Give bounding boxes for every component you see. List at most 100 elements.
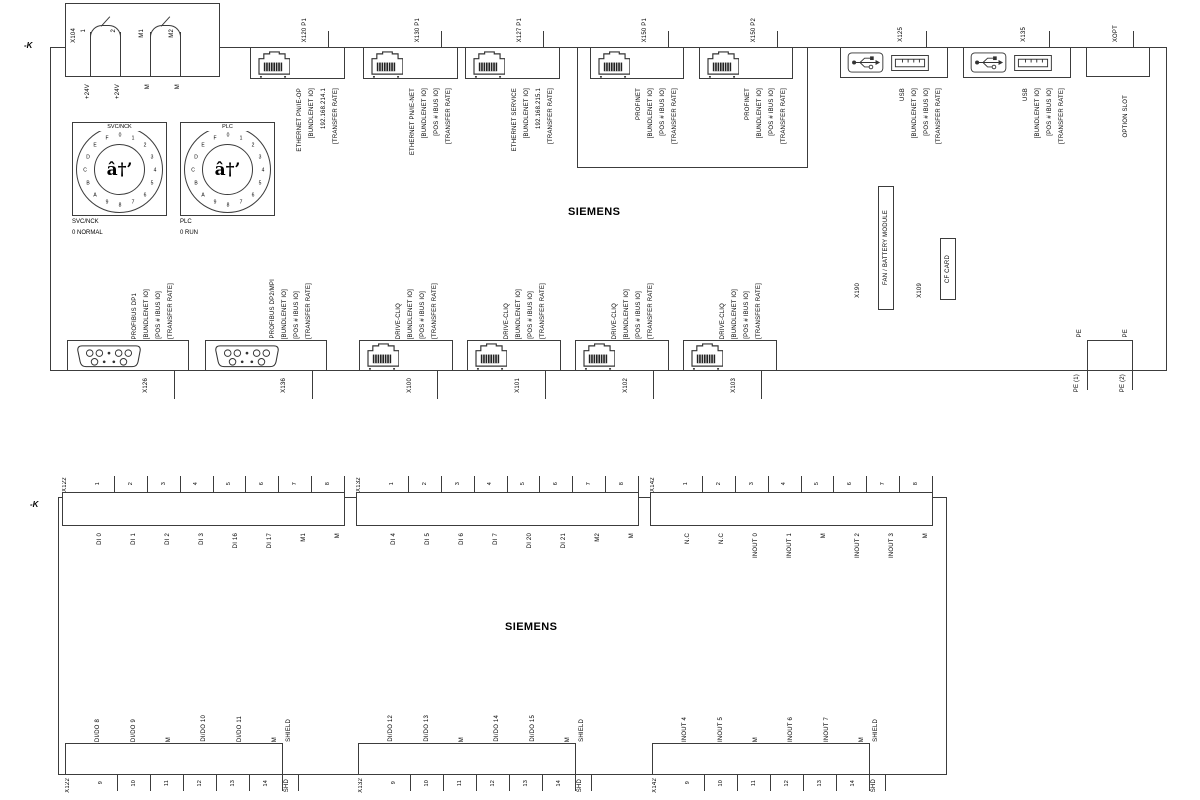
- terminal-pin[interactable]: 14: [250, 775, 283, 791]
- port-caption-line: [BUNDLENET IO]: [281, 288, 288, 339]
- terminal-pin[interactable]: 7: [279, 476, 313, 492]
- terminal-pin[interactable]: 12: [477, 775, 510, 791]
- terminal-pin[interactable]: 6: [540, 476, 574, 492]
- terminal-pin[interactable]: 6: [246, 476, 280, 492]
- terminal-pin[interactable]: 7: [867, 476, 901, 492]
- pin-number: 2: [127, 482, 134, 486]
- dial-digit: 6: [251, 192, 255, 199]
- dial-knob[interactable]: â†’: [202, 144, 253, 195]
- terminal-pin[interactable]: 2: [409, 476, 442, 492]
- terminal-pin[interactable]: 3: [442, 476, 475, 492]
- terminal-pin[interactable]: 6: [834, 476, 868, 492]
- shield-lead-line: [885, 775, 886, 791]
- rj45-jack[interactable]: [575, 340, 669, 371]
- dial-digit: C: [191, 167, 195, 174]
- drive-cliq-port-x100: DRIVE-CLIQ[BUNDLENET IO][POS # IBUS IO][…: [359, 283, 453, 403]
- rj45-jack[interactable]: [683, 340, 777, 371]
- terminal-pin[interactable]: 1: [82, 476, 115, 492]
- port-caption-line: ETHERNET PN/IE-OP: [296, 88, 303, 152]
- port-tag: X102: [623, 378, 629, 393]
- dial-digit: F: [105, 135, 109, 142]
- rj45-jack[interactable]: [699, 47, 793, 79]
- terminal-pin[interactable]: 9: [378, 775, 411, 791]
- usb-socket[interactable]: [840, 47, 948, 78]
- cf-card-slot[interactable]: CF CARD: [940, 238, 956, 300]
- terminal-pin[interactable]: 13: [510, 775, 543, 791]
- terminal-strip-body: [652, 743, 870, 775]
- terminal-pin[interactable]: 14: [543, 775, 576, 791]
- pe-label: PE: [1123, 328, 1129, 337]
- rj45-jack[interactable]: [250, 47, 345, 79]
- dial-digit: 3: [258, 154, 262, 161]
- terminal-pin[interactable]: 13: [217, 775, 250, 791]
- siemens-logo: SIEMENS: [568, 206, 621, 218]
- terminal-pin[interactable]: 14: [837, 775, 870, 791]
- terminal-pin[interactable]: 4: [475, 476, 508, 492]
- strip-tag: X142: [650, 477, 656, 492]
- usb-socket[interactable]: [963, 47, 1071, 78]
- terminal-pin[interactable]: 2: [115, 476, 148, 492]
- port-tag: X136: [281, 378, 287, 393]
- rj45-jack[interactable]: [590, 47, 684, 79]
- terminal-pin[interactable]: 10: [118, 775, 151, 791]
- pe-label: PE: [1077, 328, 1083, 337]
- option-slot-box[interactable]: [1086, 47, 1150, 77]
- terminal-pin[interactable]: 1: [670, 476, 703, 492]
- profibus-port-x126: PROFIBUS DP1[BUNDLENET IO][POS # IBUS IO…: [67, 283, 189, 403]
- port-caption-line: [BUNDLENET IO]: [623, 288, 630, 339]
- dsub9-icon: [74, 343, 144, 370]
- terminal-pin[interactable]: 3: [148, 476, 181, 492]
- pin-number: 11: [163, 779, 170, 787]
- rj45-jack[interactable]: [467, 340, 561, 371]
- dsub9-socket[interactable]: [205, 340, 327, 371]
- terminal-pin[interactable]: 10: [705, 775, 738, 791]
- terminal-pin[interactable]: 9: [672, 775, 705, 791]
- terminal-pin-line: [180, 32, 181, 76]
- terminal-pin[interactable]: 8: [606, 476, 639, 492]
- terminal-pin[interactable]: 5: [508, 476, 541, 492]
- terminal-pin[interactable]: 2: [703, 476, 736, 492]
- terminal-pin[interactable]: 9: [85, 775, 118, 791]
- pin-number: 8: [324, 482, 331, 486]
- signal-label: M: [334, 533, 341, 539]
- port-caption-line: [TRANSFER RATE]: [671, 88, 678, 144]
- terminal-pin[interactable]: 1: [376, 476, 409, 492]
- pin-number: 13: [522, 779, 529, 787]
- terminal-pin[interactable]: 8: [900, 476, 933, 492]
- dial-digit: 4: [153, 167, 157, 174]
- terminal-pin[interactable]: 4: [769, 476, 802, 492]
- tag-leader-line: [1133, 31, 1134, 47]
- rj45-jack[interactable]: [363, 47, 458, 79]
- terminal-pin[interactable]: 12: [184, 775, 217, 791]
- rj45-jack[interactable]: [465, 47, 560, 79]
- dial-digit: B: [86, 180, 90, 187]
- pin-number: 10: [717, 779, 724, 787]
- dial-digit: D: [86, 154, 90, 161]
- pin-label: 1: [81, 29, 87, 33]
- pin-number: 9: [684, 781, 691, 785]
- dial-digit: 4: [261, 167, 265, 174]
- terminal-pin[interactable]: 12: [771, 775, 804, 791]
- terminal-pin[interactable]: 8: [312, 476, 345, 492]
- dial-knob[interactable]: â†’: [94, 144, 145, 195]
- terminal-pin[interactable]: 7: [573, 476, 607, 492]
- strip-tag: X122: [65, 778, 71, 793]
- dial-digit: 1: [239, 135, 243, 142]
- rj45-jack[interactable]: [359, 340, 453, 371]
- tag-leader-line: [441, 31, 442, 47]
- module-label: CF CARD: [944, 254, 951, 284]
- terminal-pin[interactable]: 10: [411, 775, 444, 791]
- terminal-pin[interactable]: 4: [181, 476, 214, 492]
- terminal-pin[interactable]: 13: [804, 775, 837, 791]
- dsub9-socket[interactable]: [67, 340, 189, 371]
- terminal-pin[interactable]: 5: [214, 476, 247, 492]
- terminal-pin[interactable]: 11: [444, 775, 477, 791]
- terminal-pin[interactable]: 11: [738, 775, 771, 791]
- terminal-pin[interactable]: 3: [736, 476, 769, 492]
- terminal-pin[interactable]: 11: [151, 775, 184, 791]
- port-caption-line: OPTION SLOT: [1122, 95, 1129, 138]
- terminal-pin[interactable]: 5: [802, 476, 835, 492]
